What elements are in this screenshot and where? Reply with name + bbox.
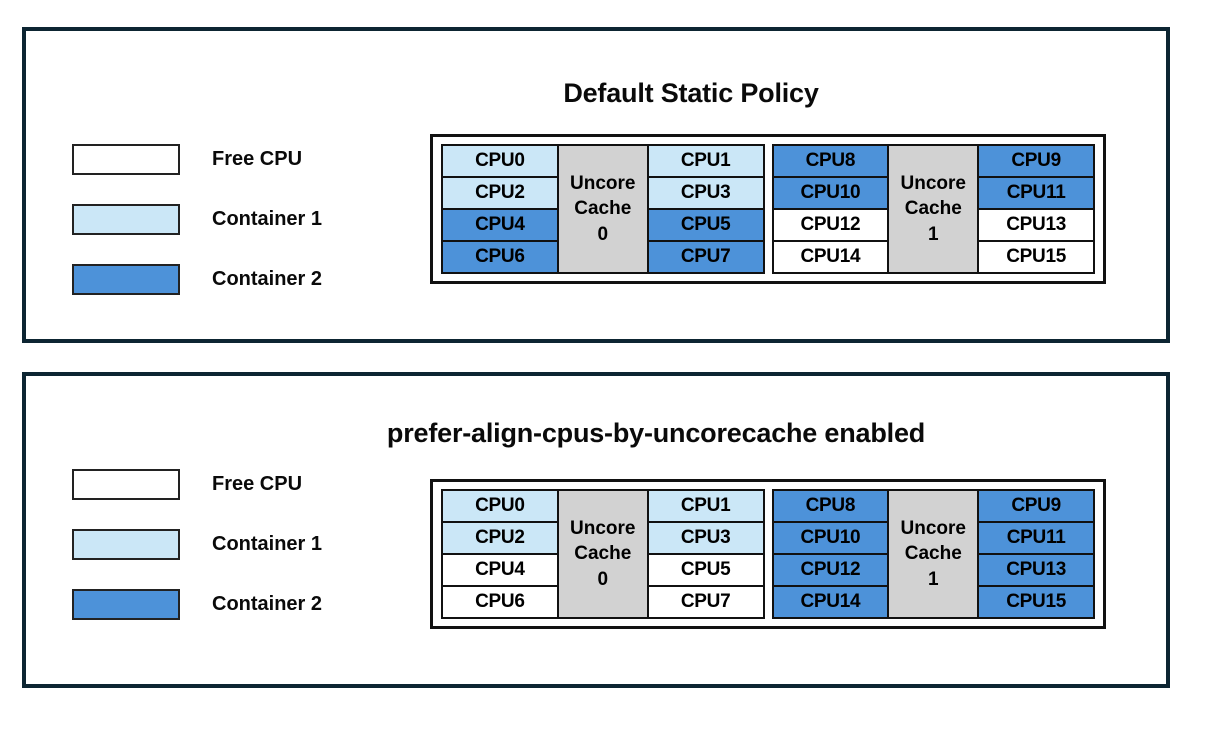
cpu-cell: CPU9	[979, 491, 1093, 523]
legend: Free CPU Container 1 Container 2	[72, 129, 322, 309]
cpu-cell: CPU5	[648, 555, 763, 587]
legend-label: Container 2	[212, 267, 323, 290]
legend-row: Container 1	[72, 514, 322, 574]
legend-swatch	[72, 528, 180, 560]
legend-swatch	[72, 263, 180, 295]
cpu-cell: CPU3	[648, 523, 763, 555]
legend-swatch	[72, 143, 180, 175]
panel-default-static-policy: Default Static Policy Free CPU Container …	[22, 27, 1170, 343]
cpu-cell: CPU13	[979, 210, 1093, 242]
cpu-cell: CPU14	[773, 242, 888, 272]
cpu-cell: CPU14	[773, 587, 888, 617]
cpu-cell: CPU15	[979, 587, 1093, 617]
legend-label: Free CPU	[212, 472, 303, 495]
cpu-cell: CPU9	[979, 146, 1093, 178]
cpu-cell: CPU8	[773, 491, 888, 523]
uncore-cache-line-2: Cache	[904, 198, 962, 220]
cpu-cell: CPU1	[648, 146, 763, 178]
legend: Free CPU Container 1 Container 2	[72, 454, 322, 634]
cpu-cell: CPU1	[648, 491, 763, 523]
cpu-cell: CPU10	[773, 178, 888, 210]
legend-row: Free CPU	[72, 129, 322, 189]
cpu-cell: CPU6	[443, 587, 557, 617]
cpu-cell: CPU11	[979, 523, 1093, 555]
cpu-cell: CPU5	[648, 210, 763, 242]
uncore-cache-line-2: Cache	[574, 543, 632, 565]
uncore-cache-line-2: Cache	[904, 543, 962, 565]
uncore-cache-id: 1	[927, 568, 939, 590]
legend-label: Free CPU	[212, 147, 303, 170]
cpu-cell: CPU12	[773, 210, 888, 242]
cpu-cell: CPU13	[979, 555, 1093, 587]
legend-label: Container 2	[212, 592, 323, 615]
cpu-cell: CPU0	[443, 146, 557, 178]
legend-label: Container 1	[212, 532, 323, 555]
uncore-cache-line-2: Cache	[574, 198, 632, 220]
cpu-cell: CPU2	[443, 178, 557, 210]
cpu-cell: CPU8	[773, 146, 888, 178]
cpu-cell: CPU10	[773, 523, 888, 555]
legend-row: Free CPU	[72, 454, 322, 514]
uncore-cache-id: 0	[597, 223, 609, 245]
cpu-cell: CPU15	[979, 242, 1093, 272]
legend-label: Container 1	[212, 207, 323, 230]
cpu-cell: CPU2	[443, 523, 557, 555]
legend-row: Container 2	[72, 574, 322, 634]
cpu-cell: CPU7	[648, 587, 763, 617]
uncore-cache-line-1: Uncore	[900, 518, 966, 540]
panel-title: Default Static Policy	[563, 78, 819, 108]
cpu-cell: CPU6	[443, 242, 557, 272]
uncore-cache-line-1: Uncore	[570, 518, 636, 540]
legend-swatch	[72, 203, 180, 235]
cpu-cell: CPU0	[443, 491, 557, 523]
cpu-cell: CPU11	[979, 178, 1093, 210]
panel-prefer-align-cpus-by-uncorecache: prefer-align-cpus-by-uncorecache enabled…	[22, 372, 1170, 688]
uncore-cache-id: 0	[597, 568, 609, 590]
legend-swatch	[72, 588, 180, 620]
legend-row: Container 2	[72, 249, 322, 309]
uncore-cache-line-1: Uncore	[900, 173, 966, 195]
cpu-cell: CPU12	[773, 555, 888, 587]
cpu-cell: CPU7	[648, 242, 763, 272]
legend-swatch	[72, 468, 180, 500]
cpu-cell: CPU4	[443, 210, 557, 242]
uncore-cache-id: 1	[927, 223, 939, 245]
cpu-cell: CPU4	[443, 555, 557, 587]
panel-title: prefer-align-cpus-by-uncorecache enabled	[386, 418, 926, 448]
cpu-cell: CPU3	[648, 178, 763, 210]
uncore-cache-line-1: Uncore	[570, 173, 636, 195]
legend-row: Container 1	[72, 189, 322, 249]
